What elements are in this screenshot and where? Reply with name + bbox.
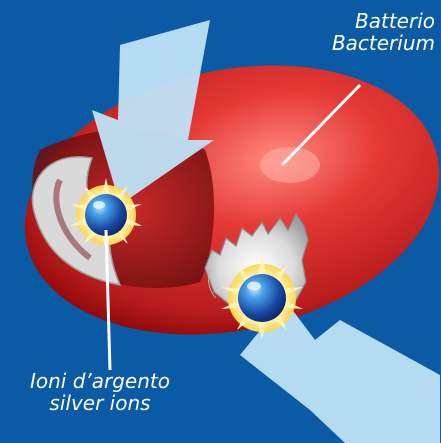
label-bacterium: Batterio Bacterium: [332, 10, 435, 54]
bacterium-cell: [0, 29, 441, 371]
label-silver-ions: Ioni d’argento silver ions: [0, 370, 200, 414]
label-bacterium-it: Batterio: [332, 10, 435, 32]
label-bacterium-en: Bacterium: [332, 32, 435, 54]
label-silver-ions-it: Ioni d’argento: [0, 370, 200, 392]
label-silver-ions-en: silver ions: [0, 392, 200, 414]
